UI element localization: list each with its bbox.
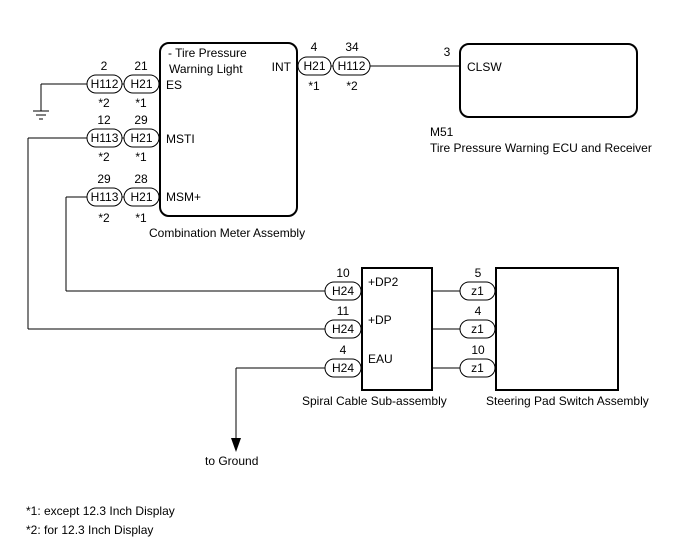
connector-label: z1 [471,361,484,375]
connector-int-h112: H112 [332,56,371,76]
meter-inner-label-line2: Warning Light [169,62,243,76]
pin-label-es: ES [166,78,182,92]
steering-pad-box [495,267,619,391]
connector-msm-h113: H113 [86,187,123,207]
footnote-1: *1: except 12.3 Inch Display [26,504,175,518]
connector-dp-z1: z1 [459,319,496,339]
spiral-cable-name: Spiral Cable Sub-assembly [302,394,447,408]
connector-label: H21 [303,59,325,73]
pin-number: 29 [97,172,111,186]
connector-label: H21 [130,190,152,204]
pin-number: 10 [336,266,350,280]
meter-inner-label-line1: - Tire Pressure [168,46,247,60]
pin-number: 10 [471,343,485,357]
connector-eau-z1: z1 [459,358,496,378]
pin-number: 2 [101,59,108,73]
connector-label: z1 [471,284,484,298]
connector-label: H24 [332,361,354,375]
connector-eau-h24: H24 [324,358,362,378]
pin-label-eau: EAU [368,352,393,366]
pin-number: 34 [345,40,359,54]
ecu-box [459,43,638,118]
connector-int-h21: H21 [297,56,332,76]
connector-note: *2 [98,211,110,225]
pin-number: 3 [444,45,451,59]
pin-label-msti: MSTI [166,132,195,146]
pin-number: 5 [475,266,482,280]
connector-note: *1 [308,79,320,93]
connector-note: *2 [98,150,110,164]
connector-es-h112: H112 [86,74,123,94]
connector-msm-h21: H21 [123,187,160,207]
pin-number: 28 [134,172,148,186]
connector-es-h21: H21 [123,74,160,94]
connector-note: *1 [135,96,147,110]
pin-number: 11 [337,304,350,318]
pin-label-dp2: +DP2 [368,275,399,289]
connector-label: H24 [332,284,354,298]
connector-label: H113 [91,190,119,204]
connector-dp2-h24: H24 [324,281,362,301]
combination-meter-box [159,42,298,217]
pin-number: 4 [340,343,347,357]
connector-note: *2 [346,79,358,93]
connector-note: *2 [98,96,110,110]
pin-number: 29 [134,113,148,127]
connector-label: H21 [130,131,152,145]
steering-pad-name: Steering Pad Switch Assembly [486,394,649,408]
pin-number: 21 [134,59,148,73]
connector-note: *1 [135,150,147,164]
ecu-code: M51 [430,125,454,139]
spiral-cable-box [361,267,433,391]
to-ground-label: to Ground [205,454,258,468]
pin-label-msm: MSM+ [166,190,201,204]
connector-msti-h21: H21 [123,128,160,148]
connector-label: z1 [471,322,484,336]
connector-label: H112 [338,59,366,73]
connector-label: H112 [91,77,119,91]
connector-dp2-z1: z1 [459,281,496,301]
ground-arrow-icon [231,438,241,452]
ecu-name: Tire Pressure Warning ECU and Receiver [430,141,652,155]
footnote-2: *2: for 12.3 Inch Display [26,523,153,537]
combination-meter-name: Combination Meter Assembly [149,226,305,240]
connector-msti-h113: H113 [86,128,123,148]
pin-number: 4 [475,304,482,318]
pin-label-int: INT [272,60,292,74]
pin-number: 4 [311,40,318,54]
connector-label: H24 [332,322,354,336]
connector-dp-h24: H24 [324,319,362,339]
ground-symbol-icon [33,110,49,120]
pin-number: 12 [97,113,111,127]
connector-note: *1 [135,211,147,225]
connector-label: H21 [130,77,152,91]
connector-label: H113 [91,131,119,145]
pin-label-dp: +DP [368,313,392,327]
pin-label-clsw: CLSW [467,60,502,74]
